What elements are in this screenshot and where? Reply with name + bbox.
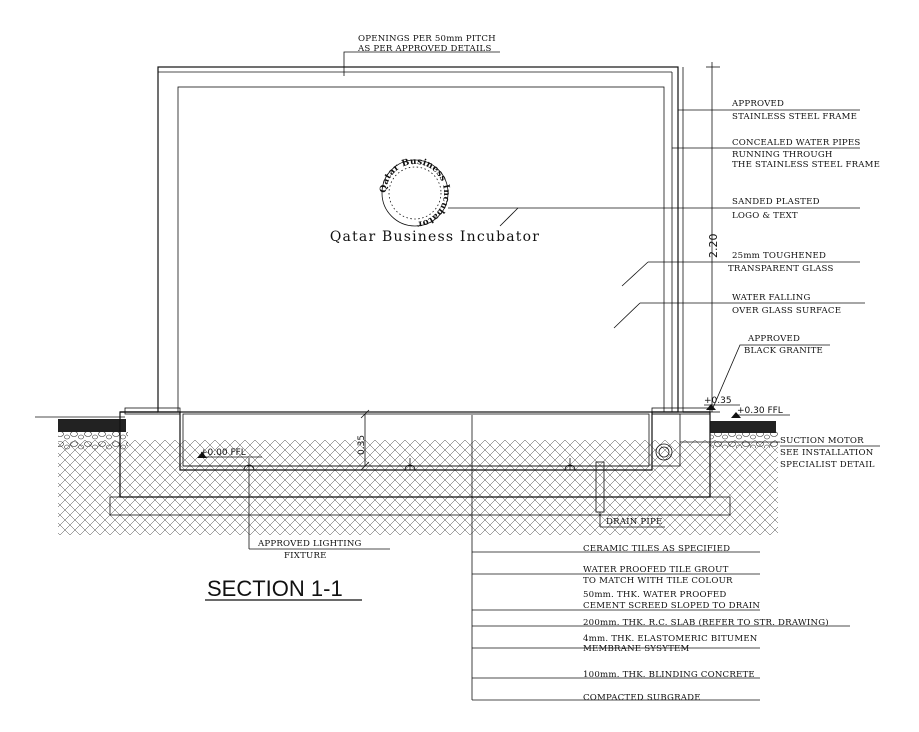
pipes-line1: CONCEALED WATER PIPES xyxy=(732,138,860,148)
callout-granite: APPROVED BLACK GRANITE xyxy=(711,334,830,411)
height-dimension: 2.20 xyxy=(706,62,720,413)
layer-8: 100mm. THK. BLINDING CONCRETE xyxy=(583,670,755,680)
callout-pipes: CONCEALED WATER PIPES RUNNING THROUGH TH… xyxy=(672,138,880,170)
layer-9: COMPACTED SUBGRADE xyxy=(583,693,701,703)
logo-line1: SANDED PLASTED xyxy=(732,197,820,207)
pipes-line2: RUNNING THROUGH xyxy=(732,150,833,160)
section-title-block: SECTION 1-1 xyxy=(205,576,362,601)
pool-level: +0.00 FFL xyxy=(197,448,262,458)
frame-line1: APPROVED xyxy=(731,99,784,109)
callout-motor: SUCTION MOTOR SEE INSTALLATION SPECIALIS… xyxy=(680,436,880,470)
logo-line2: LOGO & TEXT xyxy=(732,211,798,221)
layer-6: 4mm. THK. ELASTOMERIC BITUMEN xyxy=(583,634,758,644)
level-marks: +0.35 +0.30 FFL xyxy=(704,396,790,418)
toughened-glass xyxy=(177,86,665,413)
logo-ring-text: Qatar Business Incubator xyxy=(379,157,451,229)
layer-labels: CERAMIC TILES AS SPECIFIED WATER PROOFED… xyxy=(583,544,829,703)
glass-line2: TRANSPARENT GLASS xyxy=(728,264,834,274)
openings-line1: OPENINGS PER 50mm PITCH xyxy=(358,34,496,44)
motor-line1: SUCTION MOTOR xyxy=(780,436,864,446)
basin-structure xyxy=(58,407,778,535)
section-title: SECTION 1-1 xyxy=(207,576,343,601)
motor-line2: SEE INSTALLATION xyxy=(780,448,874,458)
frame-line2: STAINLESS STEEL FRAME xyxy=(732,112,857,122)
water-line2: OVER GLASS SURFACE xyxy=(732,306,841,316)
layer-1: WATER PROOFED TILE GROUT xyxy=(583,565,729,575)
glass-brand-text: Qatar Business Incubator xyxy=(330,229,540,245)
glass-line1: 25mm TOUGHENED xyxy=(732,251,826,261)
lighting-line2: FIXTURE xyxy=(284,551,327,561)
granite-line1: APPROVED xyxy=(747,334,800,344)
pipes-line3: THE STAINLESS STEEL FRAME xyxy=(732,160,880,170)
height-value: 2.20 xyxy=(707,234,720,259)
layer-0: CERAMIC TILES AS SPECIFIED xyxy=(583,544,730,554)
level-top: +0.35 xyxy=(704,396,732,406)
layer-5: 200mm. THK. R.C. SLAB (REFER TO STR. DRA… xyxy=(583,617,829,628)
callout-logo: SANDED PLASTED LOGO & TEXT xyxy=(448,197,860,227)
callout-glass: 25mm TOUGHENED TRANSPARENT GLASS xyxy=(621,251,860,287)
water-line1: WATER FALLING xyxy=(732,293,811,303)
lighting-line1: APPROVED LIGHTING xyxy=(257,539,362,549)
layer-3: 50mm. THK. WATER PROOFED xyxy=(583,590,726,600)
layer-7: MEMBRANE SYSYTEM xyxy=(583,644,690,654)
granite-line2: BLACK GRANITE xyxy=(744,346,823,356)
callout-water: WATER FALLING OVER GLASS SURFACE xyxy=(613,293,865,329)
openings-line2: AS PER APPROVED DETAILS xyxy=(357,44,492,54)
layer-4: CEMENT SCREED SLOPED TO DRAIN xyxy=(583,601,760,611)
level-pool: +0.00 FFL xyxy=(200,448,246,458)
layer-leader xyxy=(471,415,850,701)
callout-drain: DRAIN PIPE xyxy=(599,512,665,528)
depth-dimension: 0.35 xyxy=(357,409,370,471)
callout-frame: APPROVED STAINLESS STEEL FRAME xyxy=(678,99,860,122)
depth-value: 0.35 xyxy=(357,435,367,455)
layer-2: TO MATCH WITH TILE COLOUR xyxy=(583,576,733,586)
motor-line3: SPECIALIST DETAIL xyxy=(780,460,875,470)
level-ffl: +0.30 FFL xyxy=(737,406,783,416)
openings-note: OPENINGS PER 50mm PITCH AS PER APPROVED … xyxy=(343,34,500,76)
callout-lighting: APPROVED LIGHTING FIXTURE xyxy=(248,470,390,561)
logo-seal: Qatar Business Incubator xyxy=(379,157,451,229)
drain-label: DRAIN PIPE xyxy=(606,517,662,527)
